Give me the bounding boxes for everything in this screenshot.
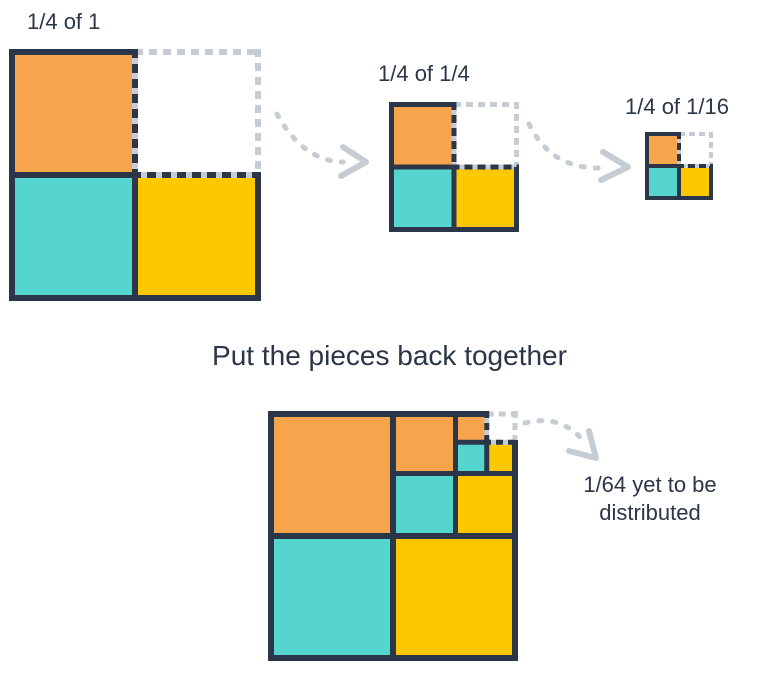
- recombined-heading: Put the pieces back together: [212, 340, 567, 371]
- square-step2: [389, 102, 519, 232]
- label-step1: 1/4 of 1: [27, 9, 101, 34]
- step2-teal-quarter: [389, 167, 454, 232]
- recombined-teal-sixteenth: [393, 473, 456, 536]
- step1-teal-quarter: [9, 175, 135, 301]
- arrow1-dashed-curve: [274, 111, 346, 165]
- square-step1: [9, 49, 261, 301]
- step3-yellow-quarter: [679, 166, 713, 200]
- step3-teal-quarter: [645, 166, 679, 200]
- remaining-note-line2: distributed: [599, 500, 701, 525]
- remaining-note-line1: 1/64 yet to be: [583, 472, 717, 497]
- step1-yellow-quarter: [135, 175, 261, 301]
- remaining-note: 1/64 yet to be distributed: [558, 471, 742, 527]
- label-step2: 1/4 of 1/4: [378, 61, 470, 86]
- recombined-orange-sixteenth: [393, 411, 456, 474]
- recombined-yellow-quarter: [393, 536, 518, 661]
- arrow2-head: [598, 149, 631, 183]
- square-recombined: [268, 411, 518, 661]
- recombined-orange-quarter: [268, 411, 393, 536]
- arrow3-dashed-curve: [522, 418, 589, 448]
- label-step3: 1/4 of 1/16: [625, 94, 729, 119]
- arrow3-head: [566, 428, 599, 461]
- step2-yellow-quarter: [454, 167, 519, 232]
- step3-orange-quarter: [645, 132, 679, 166]
- recombined-teal-quarter: [268, 536, 393, 661]
- recombined-yellow-sixteenth: [455, 473, 518, 536]
- arrow-step1-to-step2: [274, 111, 369, 179]
- arrow2-dashed-curve: [526, 121, 603, 171]
- arrow-step2-to-step3: [526, 121, 631, 183]
- step1-orange-quarter: [9, 49, 135, 175]
- arrow-remaining-to-note: [522, 418, 599, 461]
- recombined-teal-sixtyfourth: [455, 442, 487, 474]
- step2-orange-quarter: [389, 102, 454, 167]
- arrow1-head: [338, 144, 369, 179]
- square-step3: [645, 132, 713, 200]
